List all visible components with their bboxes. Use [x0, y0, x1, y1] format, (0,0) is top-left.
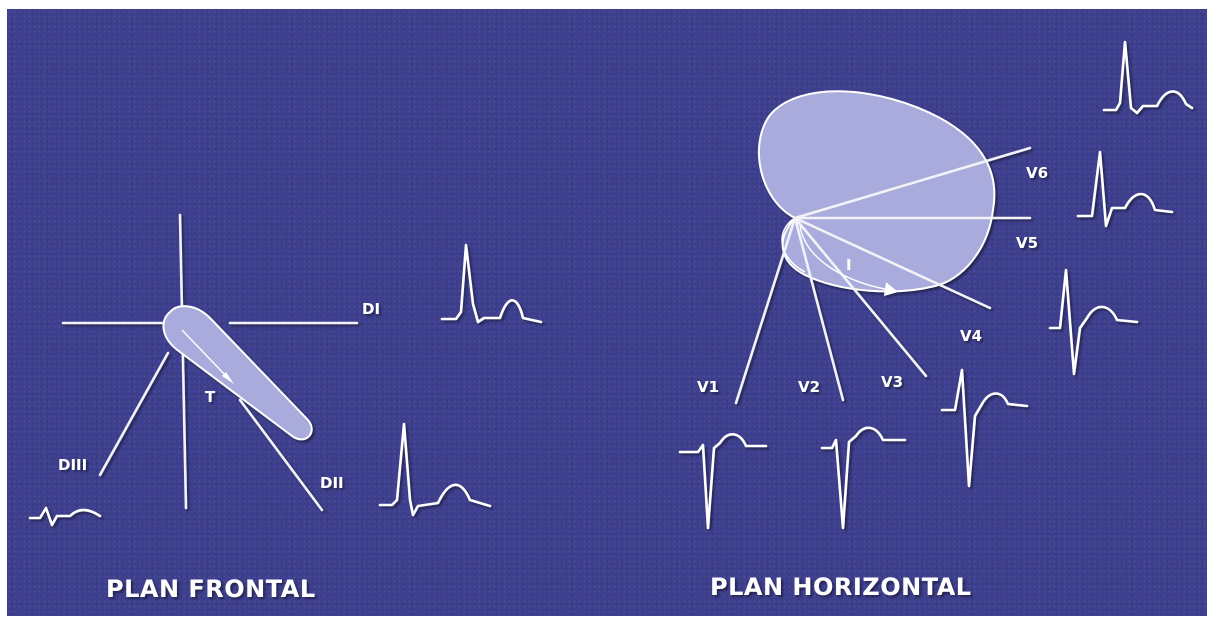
label-v1: V1	[697, 378, 719, 396]
label-v2: V2	[798, 378, 820, 396]
frontal-vertical-axis	[180, 215, 186, 508]
label-v4: V4	[960, 327, 982, 345]
frontal-title: PLAN FRONTAL	[106, 575, 316, 603]
trace-diii	[30, 508, 100, 525]
trace-v4	[1050, 270, 1137, 374]
trace-v2	[822, 428, 905, 528]
trace-v5	[1078, 152, 1172, 226]
trace-v1	[680, 434, 766, 528]
trace-dii	[380, 424, 490, 515]
label-horizontal-vector: I	[846, 256, 852, 274]
label-dii: DII	[320, 474, 344, 492]
diii-lead-line	[100, 353, 168, 475]
label-v5: V5	[1016, 234, 1038, 252]
label-v3: V3	[881, 373, 903, 391]
v1-lead-line	[736, 218, 795, 403]
horizontal-title: PLAN HORIZONTAL	[710, 573, 972, 601]
trace-v3	[942, 370, 1027, 486]
trace-v6	[1104, 42, 1192, 113]
horizontal-plane: I V6 V5 V4 V3 V2 V1 PLAN HORIZONTAL	[680, 42, 1192, 601]
label-diii: DIII	[58, 456, 87, 474]
label-v6: V6	[1026, 164, 1048, 182]
label-frontal-vector: T	[205, 388, 216, 406]
frontal-vector-loop	[163, 306, 311, 439]
trace-di	[442, 245, 541, 322]
horizontal-main-shape	[759, 91, 994, 291]
label-di: DI	[362, 300, 380, 318]
frontal-plane: DI DII DIII T PLAN FRONTAL	[30, 215, 541, 603]
